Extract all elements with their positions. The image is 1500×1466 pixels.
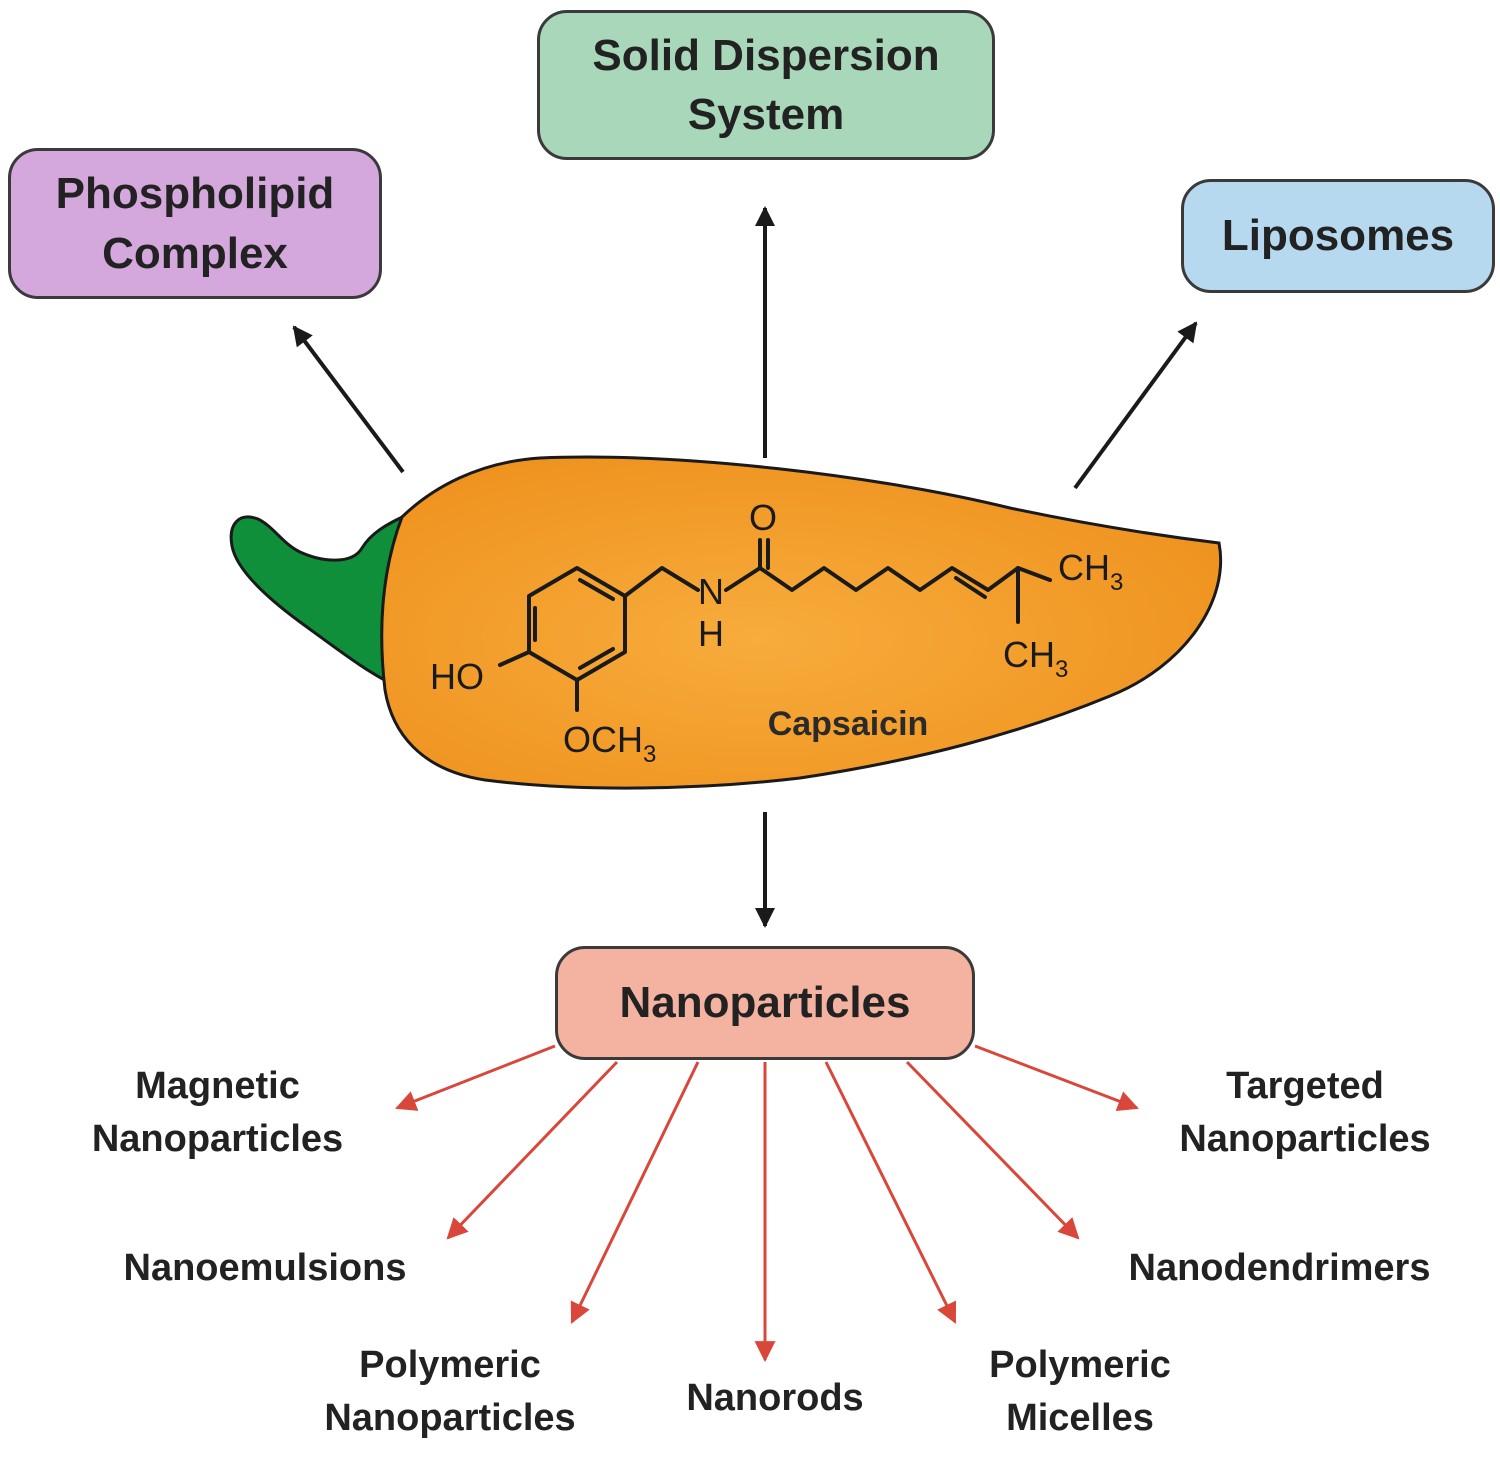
polymeric-np-line1: Polymeric [359, 1344, 541, 1386]
targeted-line2: Nanoparticles [1179, 1118, 1431, 1161]
atom-och3-sub: 3 [643, 741, 656, 768]
arrow-to-magnetic [395, 1044, 556, 1111]
phospholipid-complex-text: Phospholipid Complex [56, 164, 335, 283]
nanodendrimers-line1: Nanodendrimers [1128, 1247, 1431, 1289]
label-nanorods: Nanorods [655, 1372, 895, 1425]
arrow-to-targeted [974, 1044, 1139, 1112]
label-magnetic-nanoparticles: Magnetic Nanoparticles [55, 1060, 380, 1166]
atom-och3-main: OCH [563, 719, 643, 760]
nanoparticles-box: Nanoparticles [555, 946, 975, 1060]
label-targeted-nanoparticles: Targeted Nanoparticles [1145, 1060, 1465, 1166]
arrow-to-nanodendrimers [905, 1060, 1080, 1240]
polymeric-np-line2: Nanoparticles [324, 1397, 576, 1440]
arrow-to-liposomes [1073, 321, 1198, 490]
arrow-to-nanoemulsions [446, 1060, 619, 1240]
atom-h: H [698, 613, 724, 654]
pepper-stem [229, 513, 405, 691]
solid-dispersion-line1: Solid Dispersion [592, 30, 940, 80]
nanoemulsions-line1: Nanoemulsions [123, 1247, 407, 1289]
solid-dispersion-line2: System [687, 90, 845, 139]
capsaicin-label: Capsaicin [768, 705, 929, 743]
atom-ch3-bottom-sub: 3 [1055, 656, 1068, 683]
label-polymeric-nanoparticles: Polymeric Nanoparticles [290, 1339, 610, 1445]
nanoparticles-label: Nanoparticles [619, 978, 911, 1028]
targeted-line1: Targeted [1226, 1065, 1384, 1107]
polymeric-micelles-line1: Polymeric [989, 1344, 1171, 1386]
magnetic-line2: Nanoparticles [91, 1118, 344, 1161]
atom-o: O [749, 497, 777, 538]
solid-dispersion-box: Solid Dispersion System [537, 10, 995, 160]
atom-ch3-bottom-main: CH [1003, 634, 1055, 675]
label-polymeric-micelles: Polymeric Micelles [955, 1339, 1205, 1445]
atom-n: N [698, 571, 724, 612]
capsaicin-structure [498, 538, 1052, 712]
capsaicin-atoms: HO OCH3 N H O CH3 CH3 Capsaicin [430, 497, 1123, 768]
liposomes-label: Liposomes [1221, 211, 1455, 261]
label-nanoemulsions: Nanoemulsions [85, 1242, 445, 1295]
phospholipid-line1: Phospholipid [55, 169, 335, 219]
phospholipid-complex-box: Phospholipid Complex [8, 148, 382, 299]
nanorods-line1: Nanorods [686, 1377, 864, 1419]
atom-ch3-top: CH3 [1058, 547, 1123, 596]
atom-ho: HO [430, 656, 484, 697]
arrow-to-phospholipid [292, 325, 405, 474]
atom-och3: OCH3 [563, 719, 656, 768]
atom-ch3-top-main: CH [1058, 547, 1110, 588]
atom-ch3-bottom: CH3 [1003, 634, 1068, 683]
magnetic-line1: Magnetic [135, 1065, 300, 1107]
polymeric-micelles-line2: Micelles [1006, 1397, 1154, 1440]
liposomes-box: Liposomes [1181, 179, 1495, 293]
arrow-to-polymeric-np [570, 1061, 700, 1324]
pepper-body [380, 455, 1222, 790]
atom-ch3-top-sub: 3 [1110, 569, 1123, 596]
arrow-to-polymeric-micelles [824, 1061, 957, 1324]
label-nanodendrimers: Nanodendrimers [1092, 1242, 1467, 1295]
phospholipid-line2: Complex [102, 228, 288, 278]
solid-dispersion-text: Solid Dispersion System [592, 26, 939, 145]
